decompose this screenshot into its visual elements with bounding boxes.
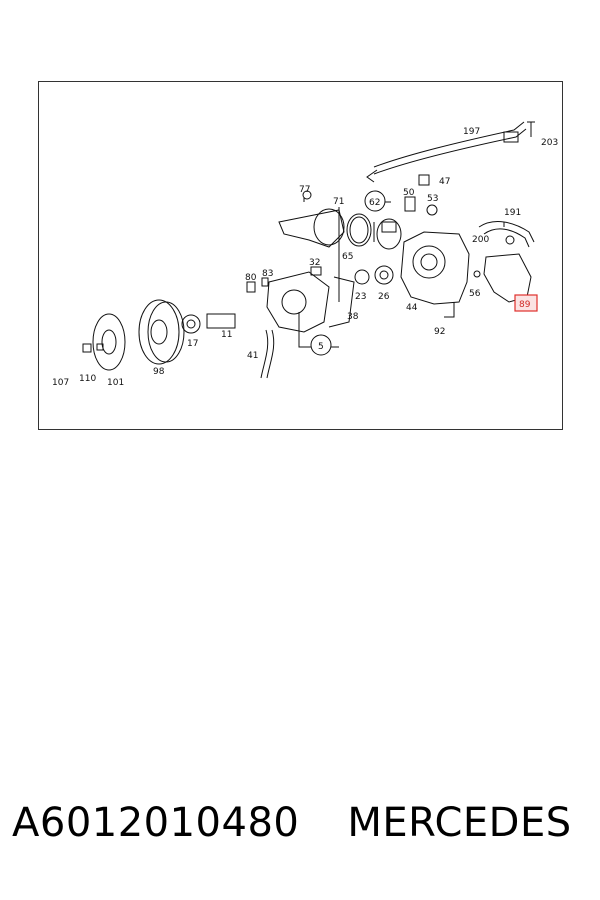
part-label-41: 41 bbox=[247, 351, 258, 361]
part-label-83: 83 bbox=[262, 269, 273, 279]
part-label-11: 11 bbox=[221, 330, 232, 340]
part-label-50: 50 bbox=[403, 188, 415, 198]
part-label-77: 77 bbox=[299, 185, 310, 195]
part-label-71: 71 bbox=[333, 197, 344, 207]
part-caption: A6012010480 MERCEDES bbox=[12, 800, 592, 860]
hose-drawing bbox=[478, 221, 535, 248]
brand-name: MERCEDES bbox=[347, 800, 572, 846]
part-number: A6012010480 bbox=[12, 800, 300, 846]
part-label-56: 56 bbox=[469, 289, 481, 299]
part-label-107: 107 bbox=[52, 378, 69, 388]
bolt-drawing bbox=[246, 277, 269, 293]
parts-diagram-frame: 197 203 47 77 71 62 50 53 191 200 65 32 … bbox=[38, 81, 563, 430]
sensor-drawing bbox=[404, 174, 438, 216]
coolant-pipe-drawing bbox=[366, 121, 535, 183]
part-label-80: 80 bbox=[245, 273, 257, 283]
part-label-101: 101 bbox=[107, 378, 124, 388]
part-label-191: 191 bbox=[504, 208, 521, 218]
part-label-5: 5 bbox=[318, 342, 324, 352]
damper-drawing bbox=[82, 313, 126, 371]
part-label-32: 32 bbox=[309, 258, 320, 268]
part-label-92: 92 bbox=[434, 327, 445, 337]
water-pump-drawing bbox=[266, 266, 355, 333]
part-label-110: 110 bbox=[79, 374, 96, 384]
part-label-44: 44 bbox=[406, 303, 418, 313]
water-pump-housing-drawing bbox=[400, 231, 470, 305]
exploded-parts-diagram: 197 203 47 77 71 62 50 53 191 200 65 32 … bbox=[52, 121, 558, 388]
part-label-89-highlighted: 89 bbox=[519, 300, 531, 310]
part-label-65: 65 bbox=[342, 252, 353, 262]
callout-circle-5 bbox=[310, 334, 332, 356]
part-label-53: 53 bbox=[427, 194, 438, 204]
part-label-47: 47 bbox=[439, 177, 450, 187]
part-label-98: 98 bbox=[153, 367, 165, 377]
part-label-26: 26 bbox=[378, 292, 390, 302]
seal-ring-drawing bbox=[346, 213, 402, 250]
highlighted-part-box bbox=[514, 294, 538, 312]
part-label-203: 203 bbox=[541, 138, 558, 148]
impeller-drawing bbox=[354, 265, 394, 285]
part-label-38: 38 bbox=[347, 312, 359, 322]
callout-circle-62 bbox=[364, 190, 386, 212]
shaft-drawing bbox=[181, 313, 236, 334]
breather-hose-drawing bbox=[260, 329, 275, 379]
thermostat-housing-drawing bbox=[278, 190, 345, 248]
part-label-197: 197 bbox=[463, 127, 480, 137]
part-label-17: 17 bbox=[187, 339, 198, 349]
part-label-62: 62 bbox=[369, 198, 380, 208]
part-label-200: 200 bbox=[472, 235, 489, 245]
part-label-23: 23 bbox=[355, 292, 366, 302]
pulley-drawing bbox=[138, 299, 185, 365]
